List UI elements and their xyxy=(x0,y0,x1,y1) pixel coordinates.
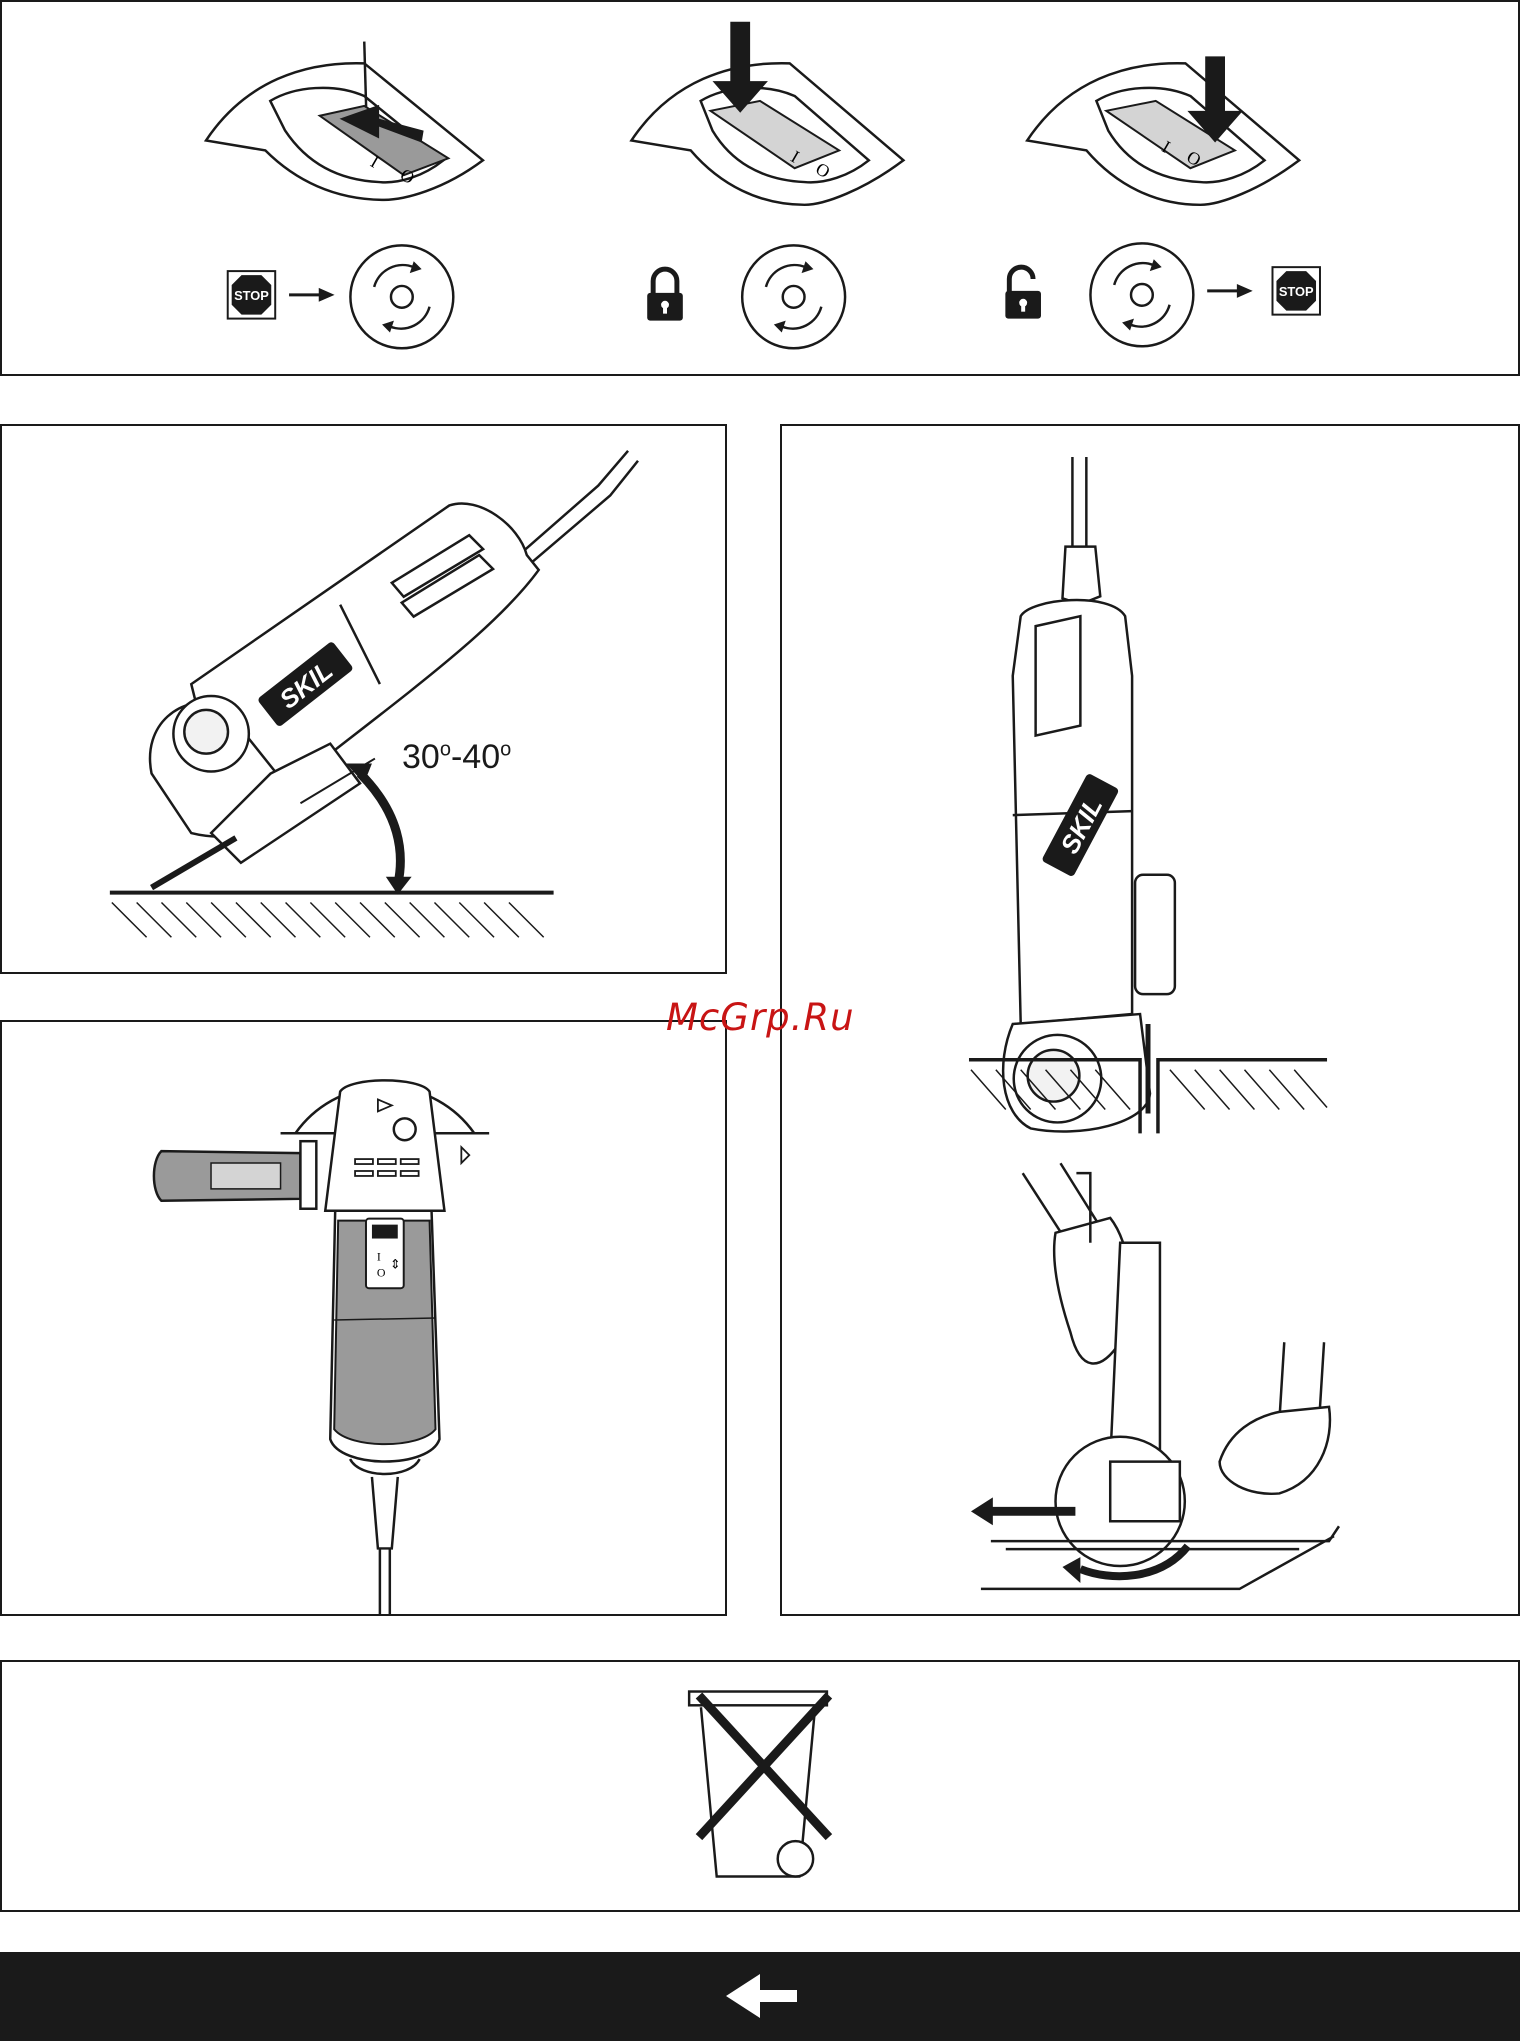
grinder-body-lower xyxy=(1110,1243,1160,1462)
gear-head-top xyxy=(325,1080,444,1210)
stop-label: STOP xyxy=(1279,284,1314,299)
arrow-left-icon xyxy=(0,1952,1520,2041)
angle-separator: - xyxy=(451,738,462,776)
cable-strain-relief xyxy=(372,1477,398,1549)
guard-arrow-mark xyxy=(461,1147,469,1163)
feed-direction-arrowhead xyxy=(971,1497,993,1525)
side-handle xyxy=(154,1141,316,1209)
power-cable xyxy=(380,1548,390,1614)
switch-slider-2 xyxy=(711,101,840,168)
cutting-panel: SKIL xyxy=(780,424,1520,1616)
angle-to: 40 xyxy=(462,738,500,776)
switch-lock-arrows-icon: ⇕ xyxy=(390,1257,401,1272)
pointer-line xyxy=(364,42,366,111)
arrow-right-icon xyxy=(289,288,335,302)
grinding-disc xyxy=(152,838,236,888)
operator-hand-right xyxy=(1220,1407,1330,1494)
top-view-illustration: I O ⇕ xyxy=(2,1022,725,1614)
rotation-icon xyxy=(350,245,453,348)
rotation-direction-arrowhead xyxy=(1062,1557,1080,1583)
press-down-arrow-icon-1 xyxy=(713,22,768,113)
switch-operation-illustration: I O I O I O STOP xyxy=(2,2,1518,374)
cutting-illustration: SKIL xyxy=(782,426,1518,1614)
switch-mark-o: O xyxy=(377,1265,386,1279)
angle-from: 30 xyxy=(402,738,440,776)
angle-arc-arrow xyxy=(360,773,400,884)
switch-operation-panel: I O I O I O STOP xyxy=(0,0,1520,376)
cable-upper xyxy=(1072,457,1086,547)
crossed-bin-icon xyxy=(2,1662,1518,1910)
watermark: McGrp.Ru xyxy=(666,996,855,1039)
degree-mark: o xyxy=(440,739,451,761)
bin-wheel xyxy=(778,1841,813,1876)
wheel-guard-vertical xyxy=(1135,875,1175,994)
switch-mark-i-1: I xyxy=(367,151,382,171)
rotation-icon xyxy=(742,245,845,348)
grinding-angle-illustration: SKIL xyxy=(2,426,725,972)
arrow-right-icon xyxy=(1207,284,1253,298)
footer-bar xyxy=(0,1952,1520,2041)
disposal-panel xyxy=(0,1660,1520,1912)
grinding-angle-panel: SKIL 30o-40o xyxy=(0,424,727,974)
degree-mark: o xyxy=(500,739,511,761)
top-view-panel: I O ⇕ xyxy=(0,1020,727,1616)
stop-label: STOP xyxy=(234,288,269,303)
switch-mark-i: I xyxy=(377,1249,381,1263)
angle-label: 30o-40o xyxy=(402,738,511,777)
stop-icon: STOP xyxy=(1272,267,1319,314)
padlock-closed-icon xyxy=(647,269,683,320)
padlock-open-icon xyxy=(1005,267,1041,318)
surface-hatching xyxy=(112,903,544,938)
rotation-icon xyxy=(1090,243,1193,346)
stop-icon: STOP xyxy=(228,271,275,318)
on-off-switch: I O ⇕ xyxy=(366,1219,404,1289)
